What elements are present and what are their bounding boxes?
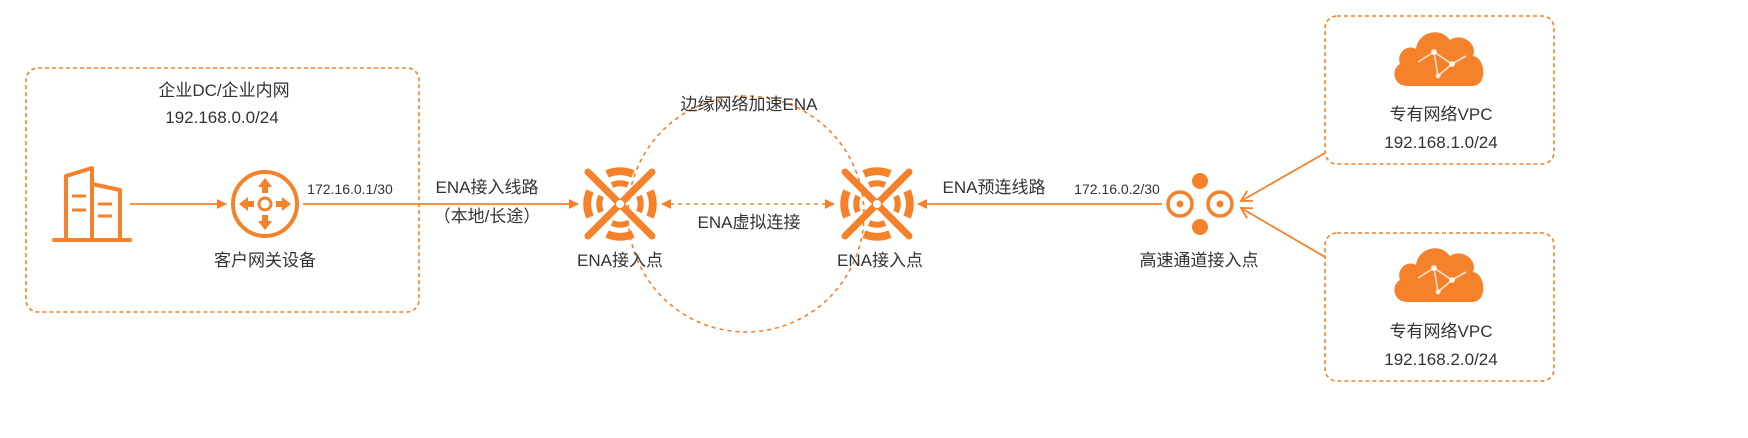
vpc2-link [1239,207,1326,258]
vpc1-link [1239,152,1326,202]
ena-left-node-label: ENA接入点 [577,251,663,270]
vpc-name: 专有网络VPC [1390,322,1493,341]
vpc-boundary [1324,15,1555,165]
enterprise-title: 企业DC/企业内网 [158,81,289,100]
enterprise-boundary [25,67,420,313]
enterprise-cidr: 192.168.0.0/24 [165,108,278,127]
vpc-cidr: 192.168.2.0/24 [1384,350,1497,369]
gateway-ip: 172.16.0.1/30 [307,181,393,197]
virtual-link-label: ENA虚拟连接 [698,213,801,232]
express-connect-ip: 172.16.0.2/30 [1074,181,1160,197]
access-link-label: ENA接入线路 [436,178,539,197]
vpc-cidr: 192.168.1.0/24 [1384,133,1497,152]
ena-node-icon [587,171,653,237]
cloud-icon [1393,247,1485,303]
access-link-sublabel: （本地/长途） [434,207,541,226]
cloud-icon [1393,31,1485,87]
express-connect-label: 高速通道接入点 [1140,251,1259,270]
ena-right-node-label: ENA接入点 [837,251,923,270]
access-point-icon [1166,173,1234,235]
ena-node-icon [844,171,910,237]
building-icon [52,166,132,242]
router-icon [231,170,299,238]
preconnect-link-label: ENA预连线路 [943,178,1046,197]
vpc-name: 专有网络VPC [1390,105,1493,124]
edge-network-title: 边缘网络加速ENA [681,95,819,114]
vpc-boundary [1324,232,1555,382]
gateway-label: 客户网关设备 [214,251,316,270]
